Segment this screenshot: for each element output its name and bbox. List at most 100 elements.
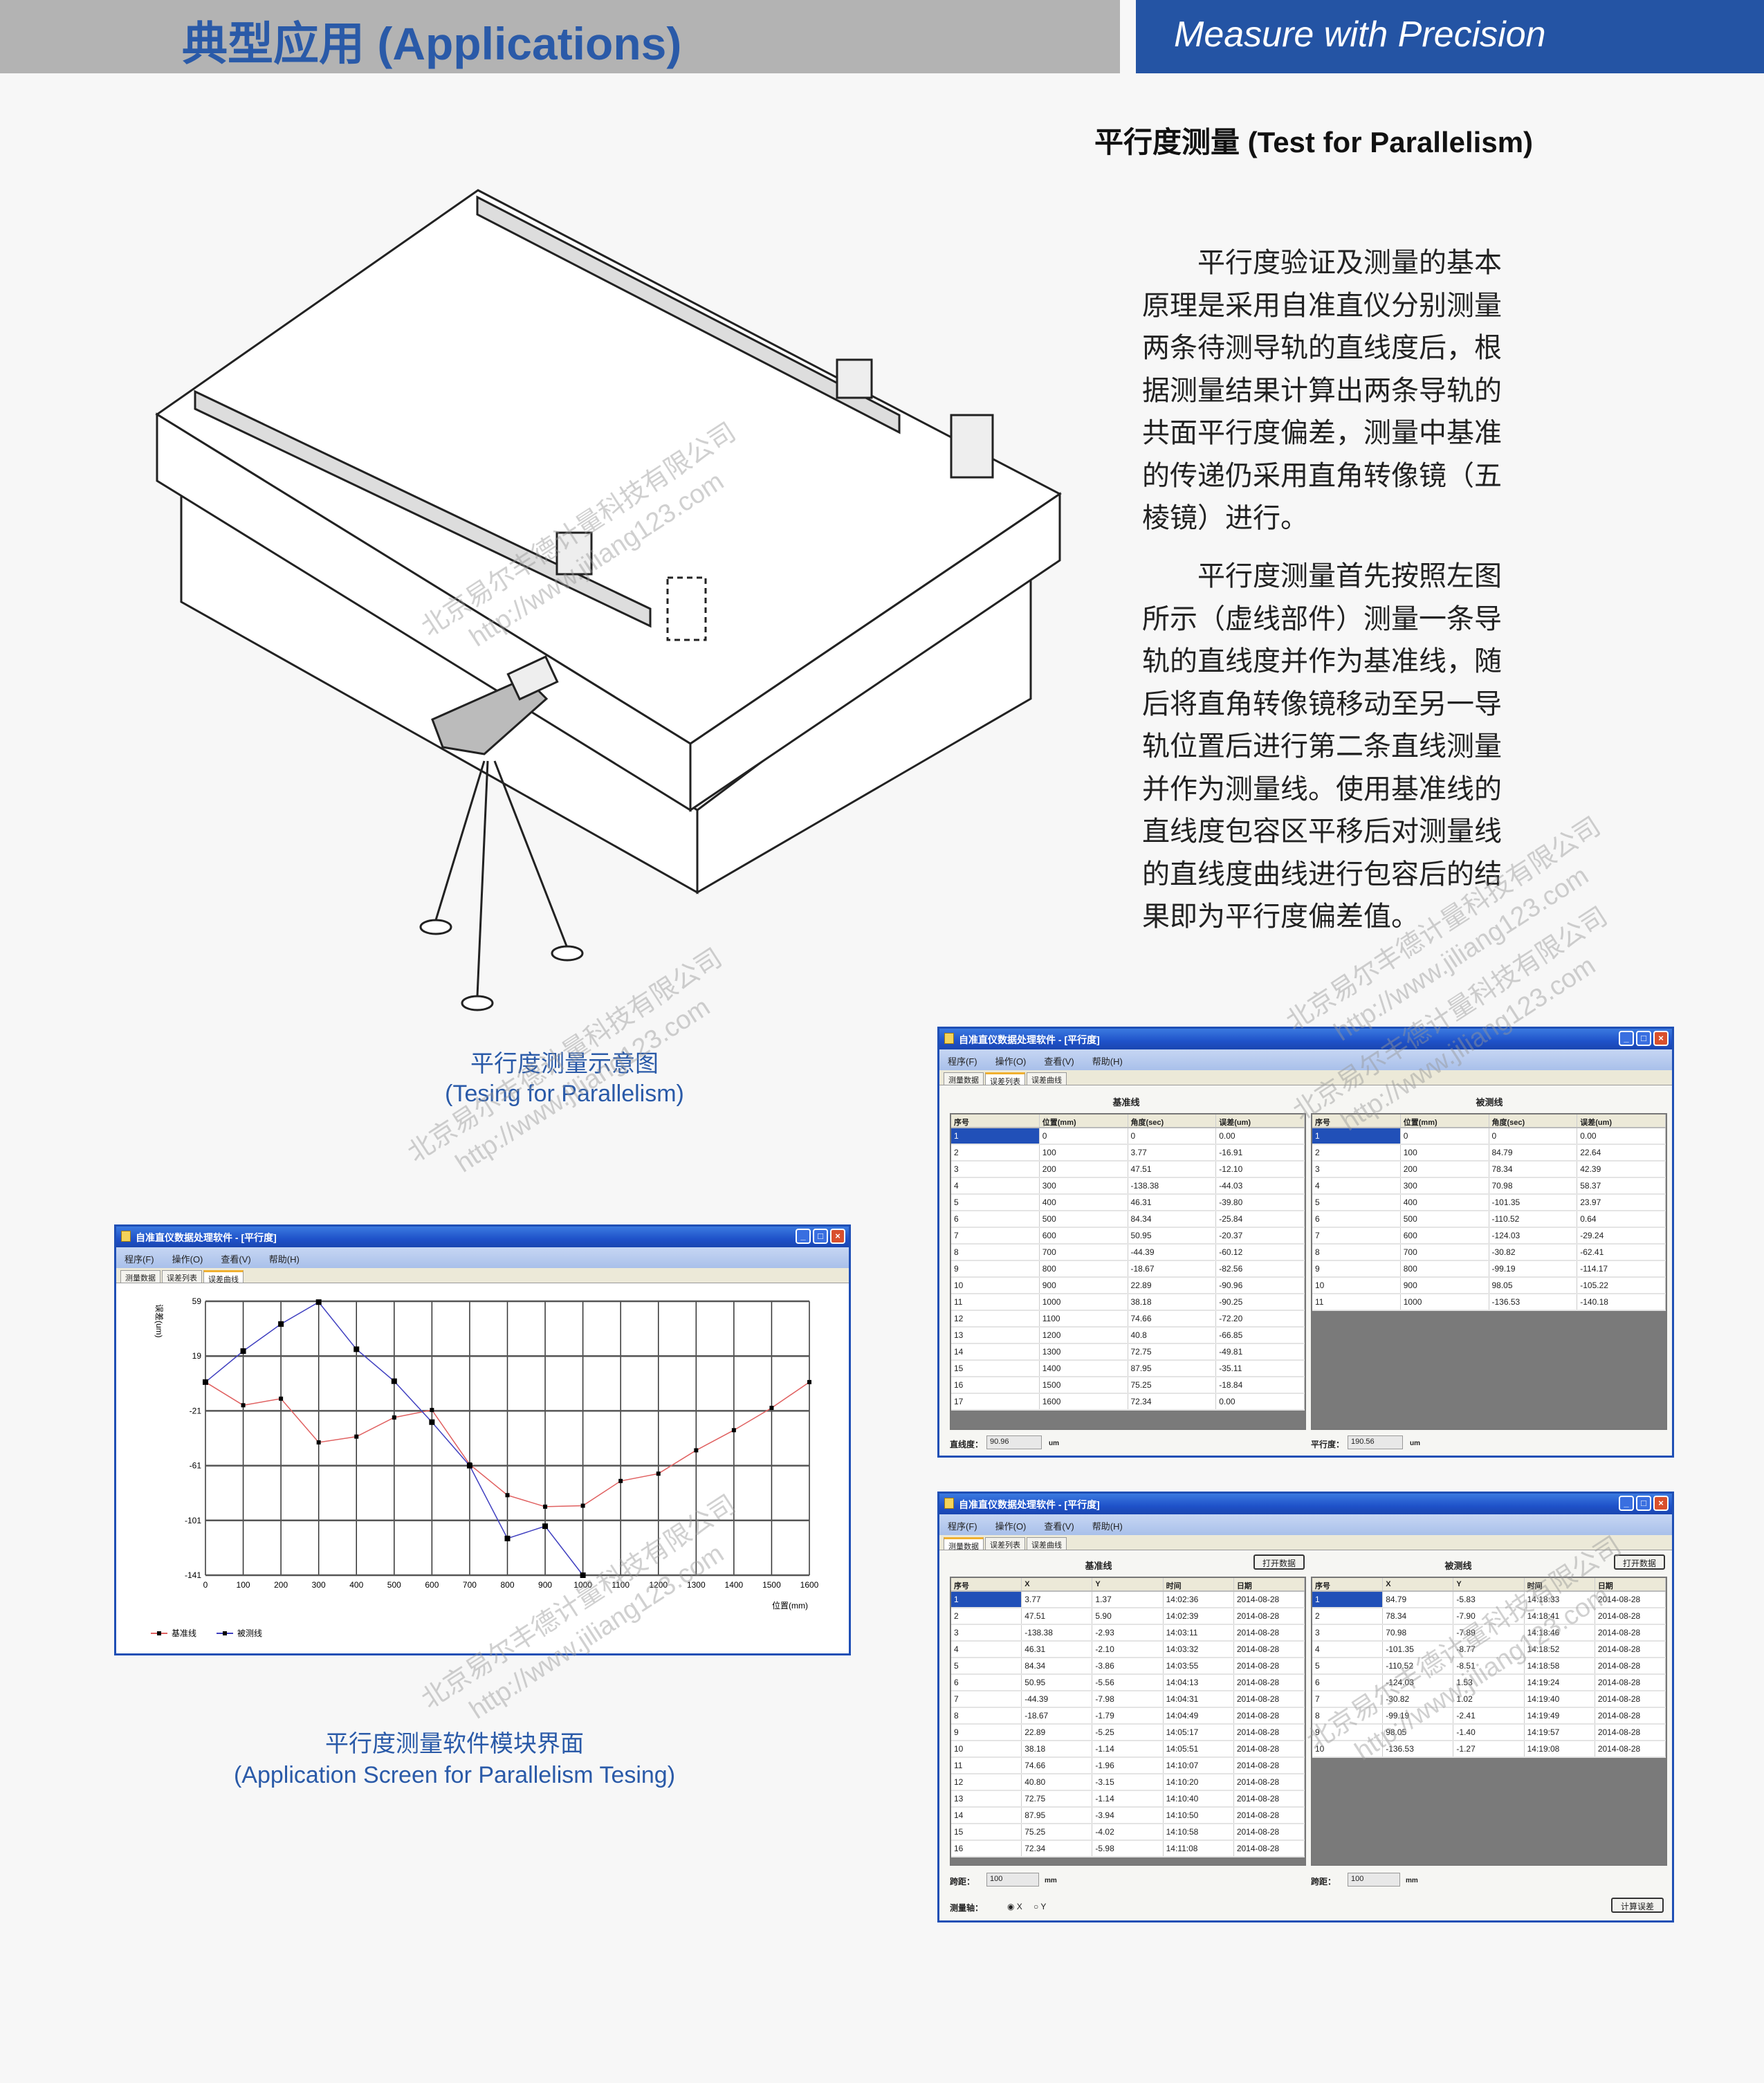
minimize-button[interactable]: _ (1619, 1031, 1634, 1046)
tab-1[interactable]: 测量数据 (120, 1270, 160, 1283)
tab-2[interactable]: 误差列表 (162, 1270, 202, 1283)
column-header[interactable]: 序号 (951, 1578, 1022, 1590)
menu-item[interactable]: 操作(O) (172, 1254, 203, 1265)
maximize-button[interactable]: □ (1636, 1031, 1651, 1046)
column-header[interactable]: 时间 (1164, 1578, 1234, 1590)
column-header[interactable]: 日期 (1595, 1578, 1666, 1590)
column-header[interactable]: 序号 (1312, 1578, 1384, 1590)
column-header[interactable]: 时间 (1525, 1578, 1595, 1590)
span-field[interactable]: 100 (986, 1873, 1039, 1887)
menu-item[interactable]: 帮助(H) (268, 1254, 300, 1265)
column-header[interactable]: 序号 (1312, 1114, 1401, 1127)
menu-item[interactable]: 查看(V) (1044, 1521, 1074, 1532)
menu-item[interactable]: 帮助(H) (1092, 1056, 1123, 1067)
axis-radio-X[interactable]: ◉ X (1007, 1902, 1022, 1911)
column-header[interactable]: 角度(sec) (1128, 1114, 1217, 1127)
span-field[interactable]: 100 (1348, 1873, 1400, 1887)
column-header[interactable]: 位置(mm) (1040, 1114, 1128, 1127)
open-data-button[interactable]: 打开数据 (1614, 1554, 1665, 1570)
close-button[interactable]: × (1653, 1496, 1669, 1511)
tab-3[interactable]: 误差曲线 (203, 1270, 244, 1284)
tab-1[interactable]: 测量数据 (944, 1072, 984, 1085)
tab-1[interactable]: 测量数据 (944, 1537, 984, 1551)
axis-radio-Y[interactable]: ○ Y (1033, 1902, 1047, 1911)
tab-3[interactable]: 误差曲线 (1027, 1072, 1067, 1085)
tab-3[interactable]: 误差曲线 (1027, 1537, 1067, 1550)
maximize-button[interactable]: □ (1636, 1496, 1651, 1511)
tab-2[interactable]: 误差列表 (985, 1537, 1025, 1550)
column-header[interactable]: 日期 (1234, 1578, 1305, 1590)
menu-item[interactable]: 程序(F) (125, 1254, 154, 1265)
menu-item[interactable]: 操作(O) (995, 1056, 1027, 1067)
column-header[interactable]: X (1383, 1578, 1454, 1590)
column-header[interactable]: X (1022, 1578, 1093, 1590)
menu-item[interactable]: 查看(V) (1044, 1056, 1074, 1067)
column-header[interactable]: Y (1453, 1578, 1525, 1590)
menu-item[interactable]: 查看(V) (221, 1254, 251, 1265)
menu-item[interactable]: 程序(F) (948, 1521, 977, 1532)
column-header[interactable]: 误差(um) (1577, 1114, 1666, 1127)
close-button[interactable]: × (1653, 1031, 1669, 1046)
menu-item[interactable]: 操作(O) (995, 1521, 1027, 1532)
maximize-button[interactable]: □ (813, 1229, 828, 1244)
column-header[interactable]: 误差(um) (1216, 1114, 1305, 1127)
tab-2[interactable]: 误差列表 (985, 1072, 1025, 1086)
minimize-button[interactable]: _ (1619, 1496, 1634, 1511)
column-header[interactable]: 序号 (951, 1114, 1040, 1127)
menu-item[interactable]: 帮助(H) (1092, 1521, 1123, 1532)
parallelism-field[interactable]: 190.56 (1348, 1435, 1403, 1449)
straightness-field[interactable]: 90.96 (986, 1435, 1042, 1449)
